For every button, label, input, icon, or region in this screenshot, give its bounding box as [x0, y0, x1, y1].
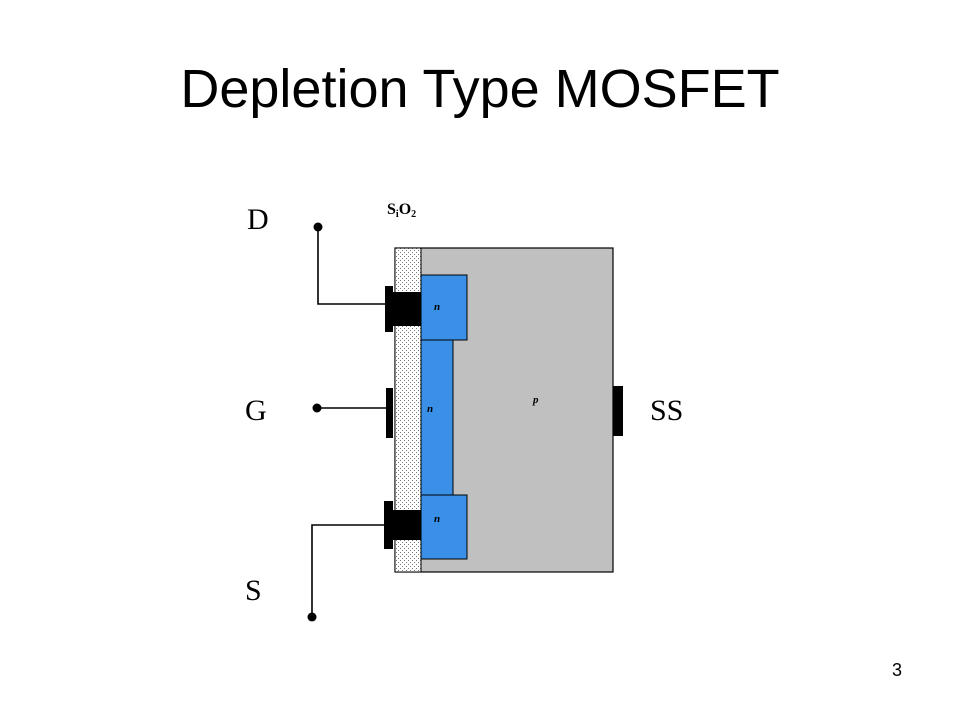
drain-contact [385, 286, 393, 332]
page-number: 3 [891, 660, 902, 680]
source-terminal-dot [307, 612, 317, 622]
drain-label: D [247, 203, 269, 236]
slide-title: Depletion Type MOSFET [180, 59, 780, 119]
substrate-contact [613, 386, 623, 436]
gate-terminal-dot [312, 403, 322, 413]
oxide-label: SiO2 [387, 201, 416, 220]
substrate-label: SS [650, 394, 683, 427]
oxide-label-o: O [399, 201, 411, 218]
oxide-label-sub-i: i [396, 209, 399, 220]
substrate-p-label: p [532, 394, 539, 406]
source-contact [384, 501, 393, 549]
drain-n-region [420, 274, 468, 341]
source-wire [311, 524, 384, 617]
drain-wire [317, 227, 385, 305]
source-n-region [420, 494, 468, 560]
channel-n-label: n [427, 403, 433, 415]
gate-contact [386, 388, 393, 438]
drain-metal [393, 292, 421, 326]
channel-n-region [420, 337, 454, 499]
drain-n-label: n [434, 301, 440, 313]
gate-label: G [245, 394, 267, 427]
oxide-label-s: S [387, 201, 396, 218]
oxide-label-sub-2: 2 [411, 209, 416, 220]
source-metal [393, 510, 421, 540]
drain-terminal-dot [313, 222, 323, 232]
source-n-label: n [434, 513, 440, 525]
source-label: S [245, 574, 262, 607]
